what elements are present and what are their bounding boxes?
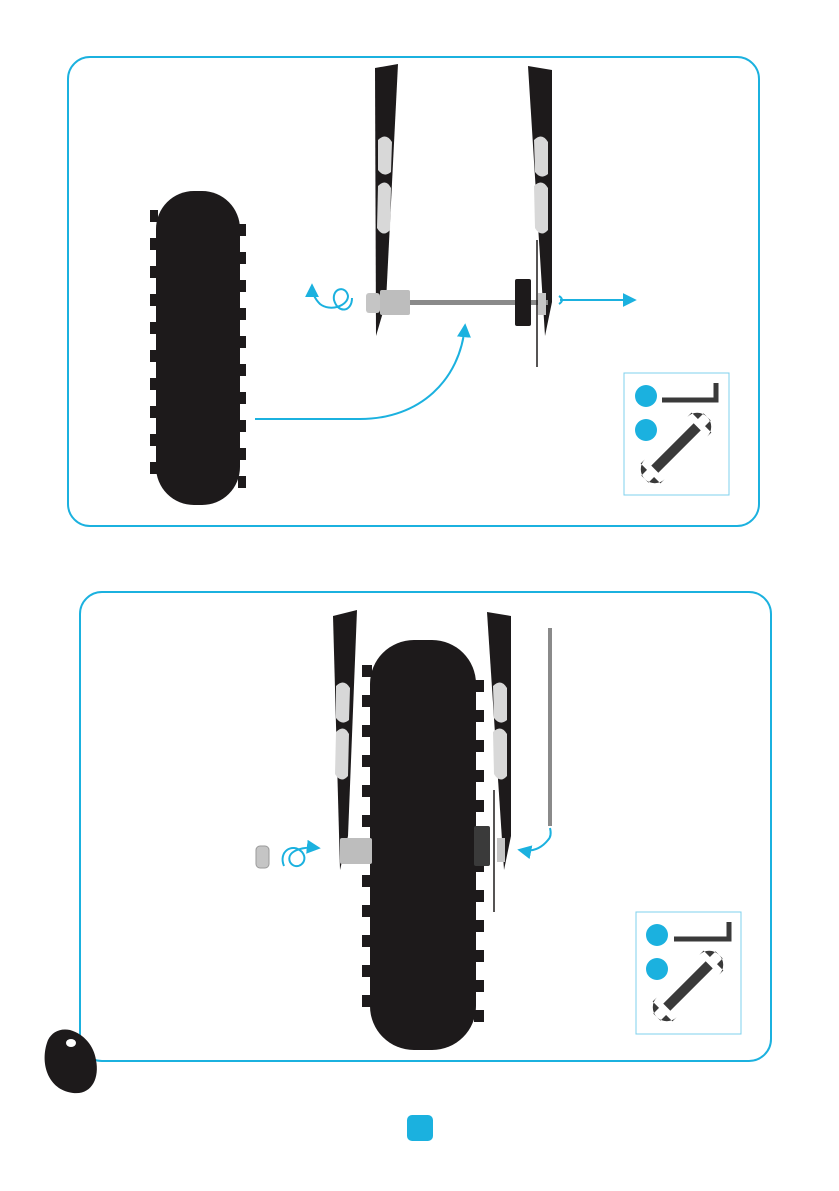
- brake-disc-hub-2: [474, 826, 490, 866]
- tire-tread-knob: [362, 995, 372, 1007]
- right-fork-leg-2: [487, 612, 511, 870]
- tire-tread-knob: [362, 695, 372, 707]
- tire-tread-knob: [150, 322, 158, 334]
- axle-bolt-head: [366, 293, 380, 313]
- tire-tread-knob: [238, 252, 246, 264]
- tool-number-1: [635, 385, 657, 407]
- tire-tread-knob: [362, 905, 372, 917]
- tire-tread-knob: [474, 770, 484, 782]
- tire-tread-knob: [238, 420, 246, 432]
- step-2-panel: [45, 592, 771, 1093]
- tools-box-2: [636, 912, 741, 1034]
- tire-tread-knob: [238, 448, 246, 460]
- tire-tread-knob: [474, 740, 484, 752]
- tire-tread-knob: [150, 294, 158, 306]
- tire-tread-knob: [474, 890, 484, 902]
- tool-number-4: [646, 958, 668, 980]
- tire-tread-knob: [362, 965, 372, 977]
- tire-tread-knob: [362, 665, 372, 677]
- tire-tread-knob: [150, 378, 158, 390]
- tire-tread-knob: [238, 364, 246, 376]
- tire-tread-knob: [150, 238, 158, 250]
- allen-key-icon-2: [674, 922, 729, 939]
- tire-tread-knob: [362, 755, 372, 767]
- tire-tread-knob: [362, 815, 372, 827]
- tire-tread-knob: [238, 224, 246, 236]
- tire-tread-knob: [474, 920, 484, 932]
- tire-tread-knob: [474, 680, 484, 692]
- tire-tread-knob: [150, 406, 158, 418]
- tire-tread-knob: [474, 800, 484, 812]
- tire-tread-knob: [238, 476, 246, 488]
- tire-tread-knob: [474, 710, 484, 722]
- axle-spacer-left-2: [340, 838, 372, 864]
- tools-box-1: [624, 373, 729, 495]
- tire-tread-knob: [238, 336, 246, 348]
- axle-bolt-2: [256, 846, 269, 868]
- left-fork-leg-2: [333, 610, 357, 870]
- tire-tread-knob: [150, 210, 158, 222]
- tire-tread-knob: [238, 280, 246, 292]
- tire-tread-knob: [474, 980, 484, 992]
- allen-key-icon: [662, 383, 716, 400]
- wrench-icon-2: [647, 945, 729, 1027]
- screw-axle-bolt-arrow: [283, 848, 318, 867]
- insert-axle-arrow: [520, 828, 551, 851]
- tire-tread-knob: [474, 950, 484, 962]
- tire-tread-knob: [150, 462, 158, 474]
- step-1-panel: [68, 57, 759, 526]
- installed-tire: [362, 640, 484, 1050]
- axle-spacer-right-2: [497, 838, 505, 862]
- tire-tread-knob: [150, 350, 158, 362]
- tire-tread-knob: [362, 935, 372, 947]
- tire-tread-knob: [150, 434, 158, 446]
- unscrew-axle-bolt-arrow: [312, 286, 352, 310]
- tire-tread-knob: [474, 1010, 484, 1022]
- tire-tread-knob: [238, 392, 246, 404]
- axle-assembly: [366, 240, 548, 367]
- insert-wheel-arrow: [255, 326, 465, 419]
- tool-number-3: [646, 924, 668, 946]
- tire-tread-knob: [362, 785, 372, 797]
- brake-disc-hub: [515, 279, 531, 326]
- tire-tread-knob: [150, 266, 158, 278]
- axle-spacer-left: [380, 290, 410, 315]
- tool-number-2: [635, 419, 657, 441]
- page-number-badge: [407, 1115, 433, 1141]
- loose-tire: [150, 191, 246, 505]
- oil-drop-icon: [45, 1029, 97, 1093]
- tire-tread-knob: [362, 875, 372, 887]
- tire-tread-knob: [362, 725, 372, 737]
- axle-spacer-right: [538, 293, 546, 315]
- tire-tread-knob: [238, 308, 246, 320]
